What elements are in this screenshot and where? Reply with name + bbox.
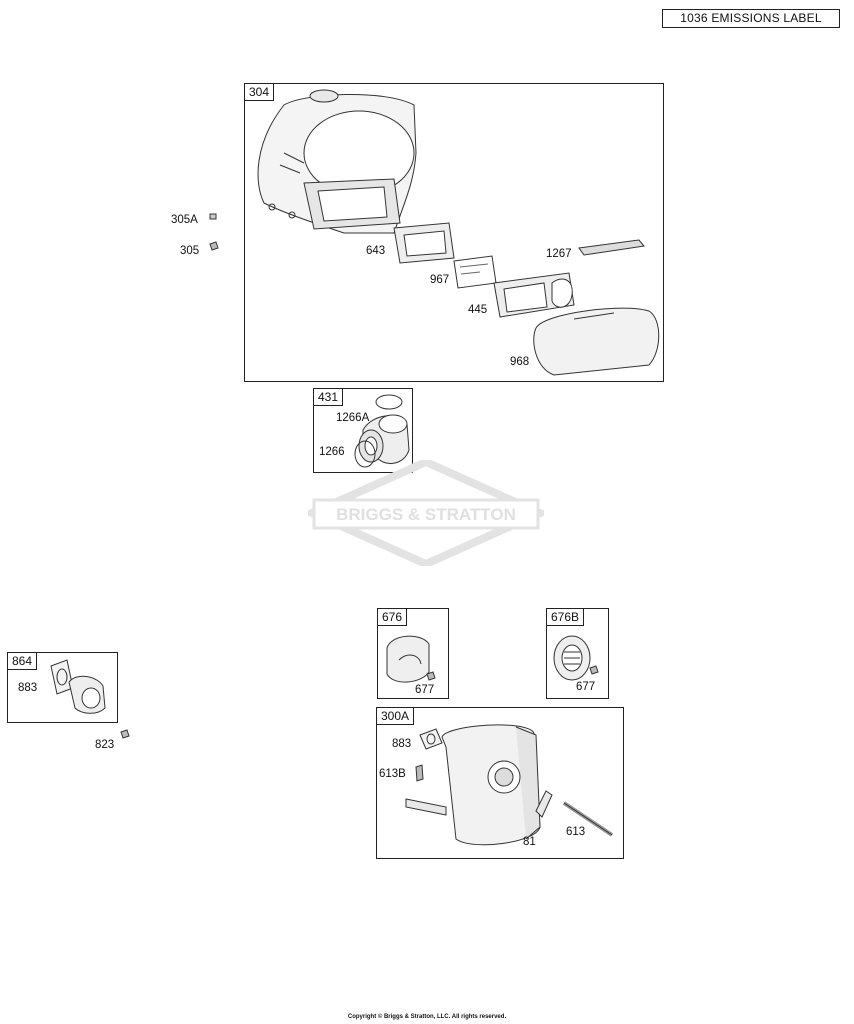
brand-watermark: BRIGGS & STRATTON [308, 460, 544, 566]
group-676-box: 676 [377, 608, 449, 699]
part-label-677-b: 677 [576, 681, 596, 693]
part-label-968: 968 [510, 356, 530, 368]
part-label-305: 305 [180, 245, 200, 257]
part-label-1266: 1266 [319, 446, 345, 458]
part-label-1267: 1267 [546, 248, 572, 260]
group-300a-box: 300A [376, 707, 624, 859]
part-label-613b: 613B [379, 768, 406, 780]
part-label-1266a: 1266A [336, 412, 370, 424]
group-864-box: 864 [7, 652, 118, 723]
group-431-ref: 431 [314, 389, 344, 406]
group-304-box: 304 [244, 83, 664, 382]
blower-housing-parts-illustration [209, 89, 660, 376]
part-label-967: 967 [430, 274, 450, 286]
part-label-823: 823 [95, 739, 115, 751]
muffler-cap-illustration [553, 635, 599, 681]
group-676-ref: 676 [378, 609, 408, 626]
group-864-ref: 864 [8, 653, 38, 670]
group-304-ref: 304 [245, 84, 275, 101]
part-label-883: 883 [18, 682, 38, 694]
group-676b-box: 676B [546, 608, 609, 699]
muffler-assembly-illustration [405, 724, 614, 846]
exhaust-adapter-illustration [50, 659, 130, 739]
group-431-box: 431 [313, 388, 413, 473]
part-label-81: 81 [523, 836, 536, 848]
muffler-guard-illustration [386, 635, 436, 683]
part-label-613: 613 [566, 826, 586, 838]
emissions-label: 1036 EMISSIONS LABEL [662, 9, 840, 28]
part-label-445: 445 [468, 304, 488, 316]
part-label-643: 643 [366, 245, 386, 257]
part-label-883-b: 883 [392, 738, 412, 750]
copyright-text: Copyright © Briggs & Stratton, LLC. All … [347, 1014, 507, 1020]
group-300a-ref: 300A [377, 708, 415, 725]
intake-elbow-illustration [354, 394, 410, 468]
part-label-677-a: 677 [415, 684, 435, 696]
part-label-305a: 305A [171, 214, 198, 226]
watermark-text: BRIGGS & STRATTON [336, 505, 516, 524]
group-676b-ref: 676B [547, 609, 585, 626]
